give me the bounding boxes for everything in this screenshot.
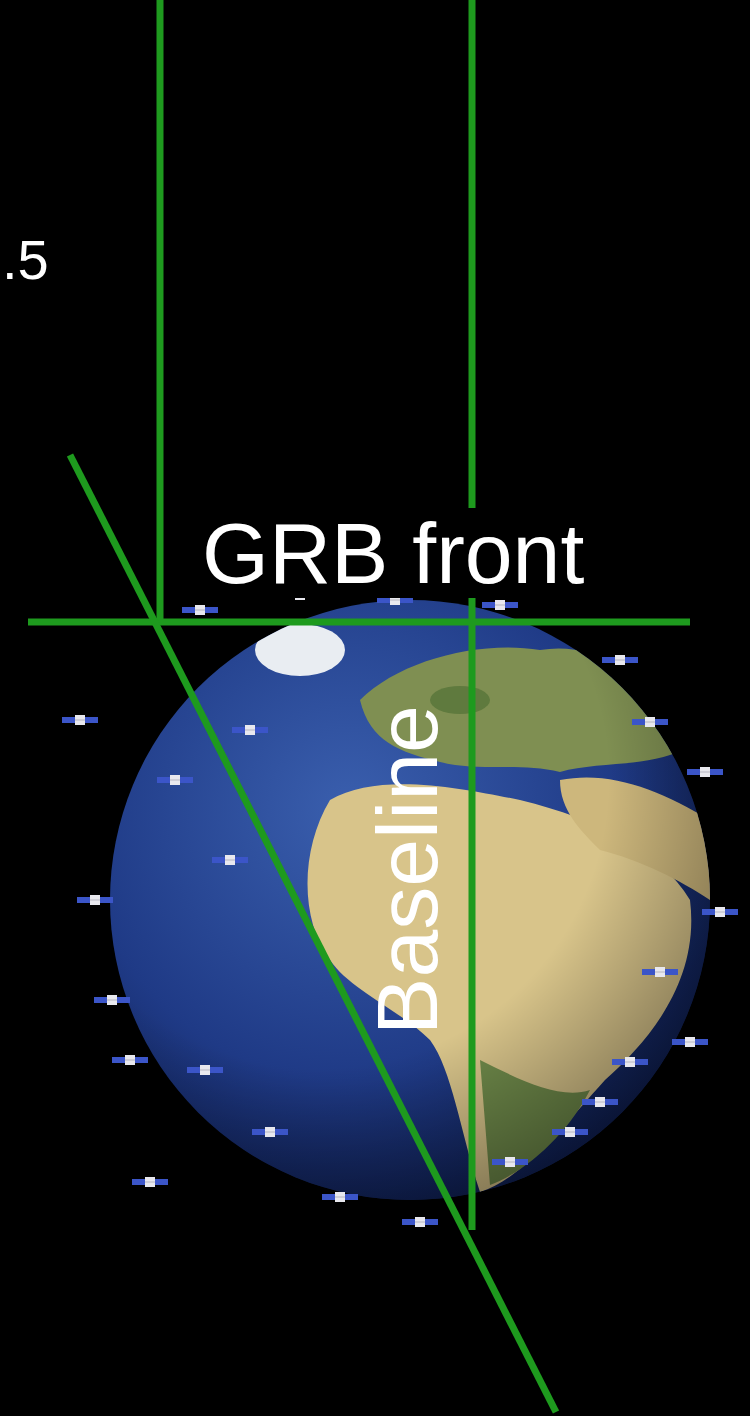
geometry-lines (28, 0, 690, 1412)
ray-line (469, 0, 476, 1230)
front-line (28, 619, 690, 626)
earth-globe (110, 600, 710, 1200)
baseline-label: Baseline (364, 705, 450, 1035)
baseline-line (70, 455, 556, 1412)
axis-value: .5 (2, 232, 49, 288)
ray-line (157, 0, 164, 622)
satellite-constellation (62, 590, 738, 1227)
front-label: GRB front (198, 508, 588, 598)
